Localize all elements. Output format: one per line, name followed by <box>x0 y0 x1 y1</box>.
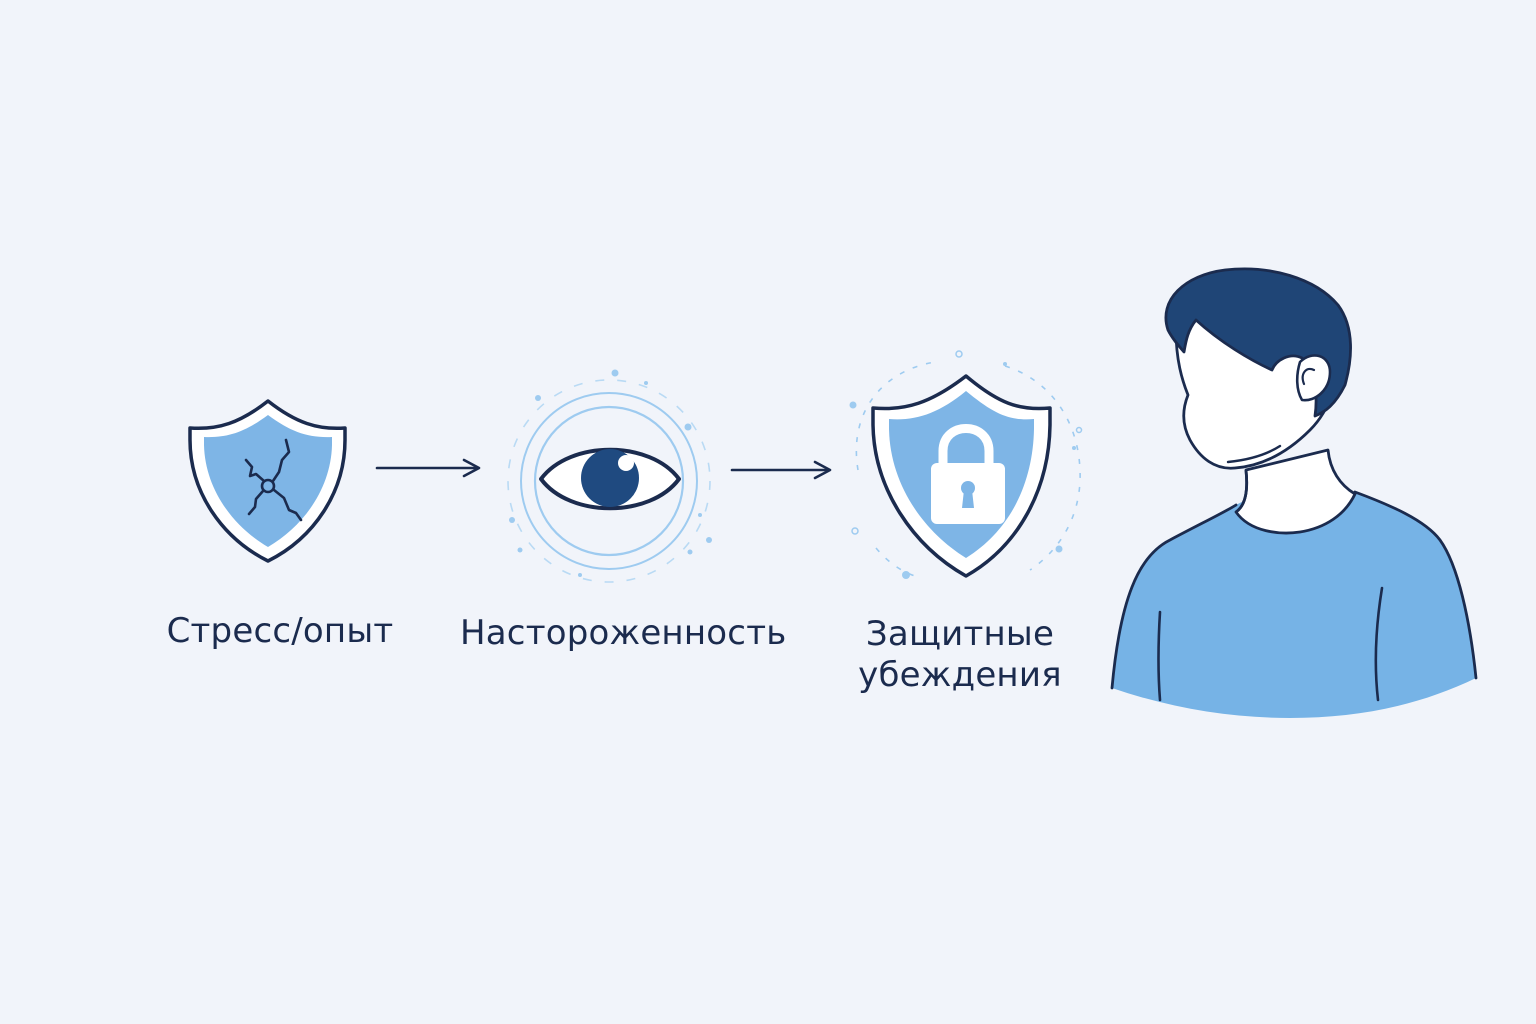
step-label-beliefs: Защитные убеждения <box>830 614 1090 696</box>
step-label-alertness: Настороженность <box>460 613 787 653</box>
step-label-stress: Стресс/опыт <box>166 611 394 651</box>
step-label-beliefs-line2: убеждения <box>858 655 1062 695</box>
lock-shield-icon <box>849 350 1083 579</box>
cracked-shield-icon <box>188 399 347 563</box>
step-label-beliefs-line1: Защитные <box>865 614 1055 654</box>
eye-icon <box>507 369 712 583</box>
person-icon <box>1110 267 1478 718</box>
